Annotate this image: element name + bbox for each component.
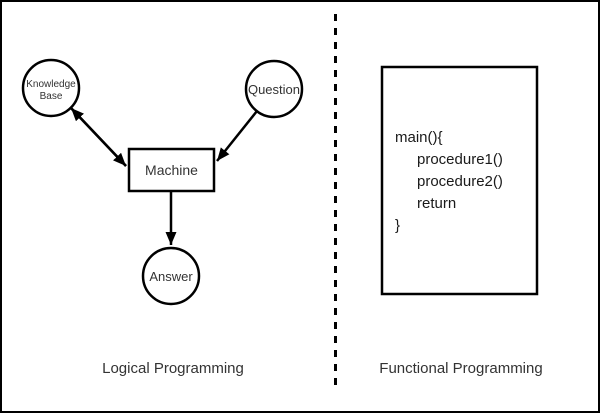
code-line: } bbox=[395, 217, 400, 234]
knowledge-base-node bbox=[21, 58, 81, 118]
answer-node bbox=[141, 246, 201, 306]
knowledge-base-label-line1: Knowledge bbox=[26, 79, 76, 90]
code-line: return bbox=[417, 195, 456, 212]
code-line: main(){ bbox=[395, 129, 443, 146]
logical-programming-caption: Logical Programming bbox=[102, 360, 244, 377]
question-machine-arrow bbox=[216, 110, 258, 162]
code-line: procedure1() bbox=[417, 151, 503, 168]
knowledge-base-label-line2: Base bbox=[40, 91, 63, 102]
functional-programming-section: main(){ procedure1() procedure2() return… bbox=[379, 65, 543, 377]
machine-label: Machine bbox=[145, 162, 198, 178]
code-line: procedure2() bbox=[417, 173, 503, 190]
answer-label: Answer bbox=[149, 269, 193, 284]
question-label: Question bbox=[248, 82, 300, 97]
logical-programming-section: Knowledge Base Question Machine Answer L… bbox=[21, 58, 304, 377]
machine-node bbox=[127, 147, 216, 193]
functional-programming-caption: Functional Programming bbox=[379, 360, 542, 377]
knowledge-machine-arrow bbox=[70, 107, 127, 167]
question-node bbox=[244, 59, 304, 119]
code-box bbox=[380, 65, 539, 296]
